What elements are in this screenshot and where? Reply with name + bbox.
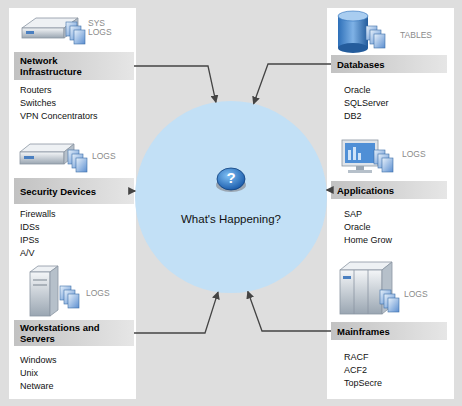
flow-arrow <box>248 292 331 332</box>
log-docs <box>66 22 85 44</box>
source-item: TopSecre <box>344 378 382 389</box>
source-item: Firewalls <box>20 209 56 220</box>
source-band: Databases <box>331 55 447 73</box>
source-item: Oracle <box>344 85 371 96</box>
source-item: SQLServer <box>344 98 389 109</box>
flow-arrow <box>134 292 218 333</box>
source-item: IDSs <box>20 222 40 233</box>
source-item: VPN Concentrators <box>20 111 98 122</box>
log-docs <box>60 286 79 308</box>
source-item: Unix <box>20 368 38 379</box>
source-item: ACF2 <box>344 365 367 376</box>
source-item: SAP <box>344 209 362 220</box>
source-item: RACF <box>344 352 369 363</box>
source-item: A/V <box>20 248 35 259</box>
source-item: Home Grow <box>344 235 392 246</box>
right-panel <box>327 8 454 399</box>
source-heading: Databases <box>337 59 427 70</box>
source-band: Mainframes <box>331 322 447 340</box>
source-item: Oracle <box>344 222 371 233</box>
source-heading: Mainframes <box>337 326 427 337</box>
source-heading: Applications <box>337 185 427 196</box>
button-disc <box>217 168 245 190</box>
left-panel <box>9 8 136 399</box>
source-item: Windows <box>20 355 57 366</box>
center-title: What's Happening? <box>135 213 327 225</box>
router-icon <box>22 18 78 38</box>
log-tag: LOGS <box>402 150 436 159</box>
monitor-icon <box>342 140 378 173</box>
table-docs <box>366 26 385 48</box>
source-band: Network Infrastructure <box>14 52 134 80</box>
source-item: Routers <box>20 85 52 96</box>
source-item: Netware <box>20 381 54 392</box>
flow-arrow <box>134 66 216 102</box>
source-heading: Security Devices <box>20 186 110 197</box>
log-docs <box>68 150 87 172</box>
help-symbol: ? <box>223 170 239 186</box>
source-band: Applications <box>331 181 447 199</box>
flow-arrow <box>254 64 331 104</box>
log-tag: SYS LOGS <box>88 19 122 37</box>
log-docs <box>374 150 393 172</box>
source-band: Security Devices <box>14 178 134 204</box>
source-band: Workstations and Servers <box>14 320 134 346</box>
firewall-icon <box>20 144 74 164</box>
source-item: DB2 <box>344 111 362 122</box>
source-heading: Workstations and Servers <box>20 322 110 344</box>
log-tag: LOGS <box>92 152 126 161</box>
log-tag: LOGS <box>404 290 438 299</box>
center-circle: What's Happening? <box>135 101 327 293</box>
log-tag: TABLES <box>400 31 434 40</box>
source-item: IPSs <box>20 235 39 246</box>
database-icon <box>338 11 368 53</box>
log-tag: LOGS <box>86 289 120 298</box>
source-item: Switches <box>20 98 56 109</box>
server-icon <box>30 266 58 316</box>
source-heading: Network Infrastructure <box>20 55 110 77</box>
log-docs <box>380 290 399 312</box>
